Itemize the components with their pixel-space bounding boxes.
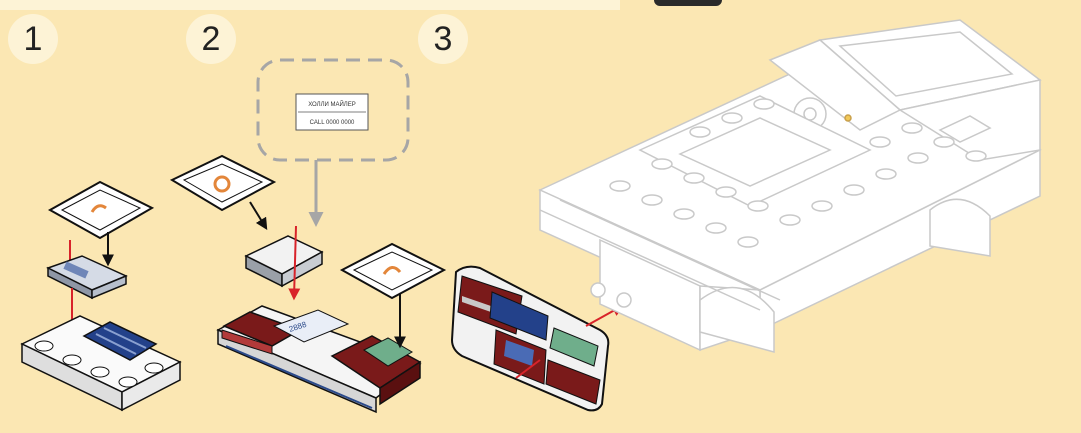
step2-sticker [172, 156, 274, 210]
car-chassis [540, 20, 1040, 352]
step1-sticker [50, 182, 152, 238]
step2-slope-brick [246, 236, 322, 286]
step2-wedge-assembly: 2888 [218, 306, 420, 412]
callout-line-1: ХОЛЛИ МАЙЛЕР [308, 100, 356, 108]
step3-sticker [342, 244, 444, 298]
step2-black-arrow [250, 202, 266, 228]
step3-front-bumper [452, 267, 608, 411]
callout-box: ХОЛЛИ МАЙЛЕР CALL 0000 0000 [258, 60, 408, 160]
step1-tile [48, 256, 126, 298]
callout-line-2: CALL 0000 0000 [310, 120, 355, 126]
step2-red-arrow [294, 226, 296, 298]
step1-white-plate [22, 316, 180, 410]
